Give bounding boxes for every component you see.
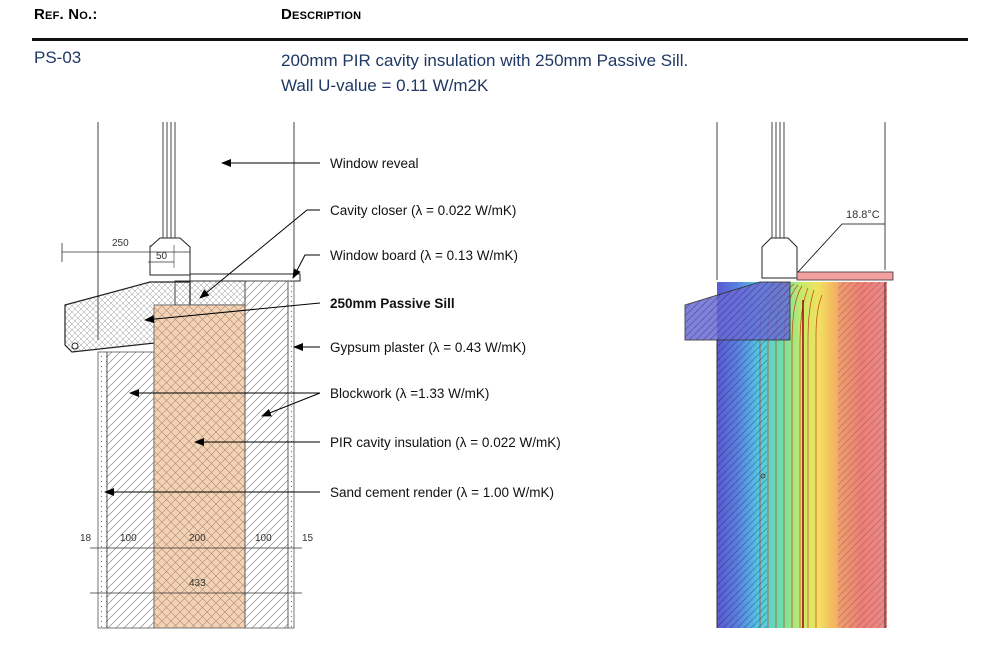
outer-blockwork: [106, 351, 155, 629]
inner-blockwork: [244, 280, 289, 629]
detail-description: 200mm PIR cavity insulation with 250mm P…: [281, 48, 688, 98]
header-divider: [32, 38, 968, 41]
label-window-reveal: Window reveal: [330, 156, 419, 171]
dim-render: 18: [80, 533, 92, 544]
label-pir-insulation: PIR cavity insulation (λ = 0.022 W/mK): [330, 435, 561, 450]
label-window-board: Window board (λ = 0.13 W/mK): [330, 248, 518, 263]
reference-number: PS-03: [34, 48, 82, 67]
description-header: Description: [281, 6, 362, 23]
label-render: Sand cement render (λ = 1.00 W/mK): [330, 485, 554, 500]
section-drawing: 250 50 18 100 200 100 15 433: [61, 122, 314, 629]
window-board: [189, 273, 301, 282]
label-passive-sill: 250mm Passive Sill: [330, 296, 455, 311]
dim-total: 433: [189, 578, 206, 589]
surface-temperature-label: 18.8°C: [846, 209, 880, 221]
dim-outer-block: 100: [120, 533, 137, 544]
thermal-model-drawing: 18.8°C: [684, 122, 894, 628]
label-cavity-closer: Cavity closer (λ = 0.022 W/mK): [330, 203, 516, 218]
leader-lines: [104, 159, 321, 496]
dim-plaster: 15: [302, 533, 314, 544]
label-blockwork: Blockwork (λ =1.33 W/mK): [330, 386, 489, 401]
description-line-1: 200mm PIR cavity insulation with 250mm P…: [281, 51, 689, 70]
render-layer: [97, 351, 108, 629]
ref-no-header: Ref. No.:: [34, 6, 98, 23]
description-line-2: Wall U-value = 0.11 W/m2K: [281, 76, 489, 95]
label-gypsum-plaster: Gypsum plaster (λ = 0.43 W/mK): [330, 340, 526, 355]
dim-cavity: 200: [189, 533, 206, 544]
window-frame: [149, 237, 191, 276]
dim-frame-offset: 50: [156, 251, 168, 262]
gypsum-plaster-layer: [287, 280, 295, 629]
dim-inner-block: 100: [255, 533, 272, 544]
dim-sill-depth: 250: [112, 238, 129, 249]
